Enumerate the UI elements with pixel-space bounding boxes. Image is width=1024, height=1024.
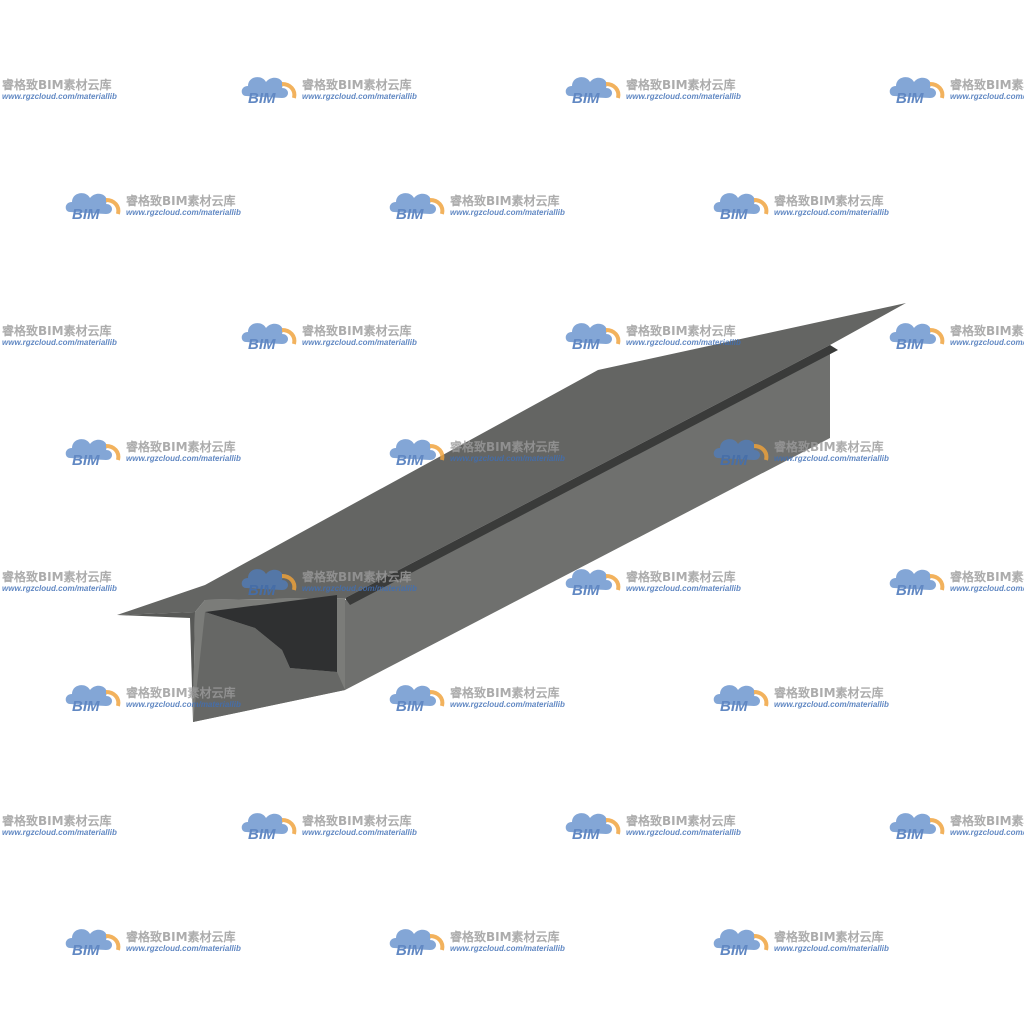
channel-inner-cavity — [205, 595, 337, 672]
channel-top-flange — [117, 303, 906, 615]
channel-web-face — [345, 350, 830, 690]
channel-inner-floor — [193, 612, 345, 722]
channel-groove — [345, 345, 838, 605]
channel-lip — [117, 612, 195, 722]
